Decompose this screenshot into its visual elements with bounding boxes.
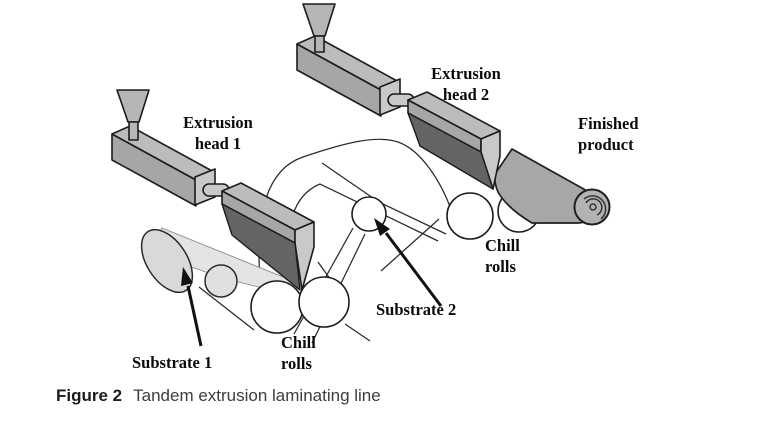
extruder-2 <box>296 3 415 117</box>
hopper-2 <box>302 3 336 37</box>
figure-caption-label: Figure 2 <box>56 386 123 405</box>
label-finished-product: Finished product <box>578 114 639 154</box>
label-extrusion-head-1: Extrusion head 1 <box>183 113 253 153</box>
extrusion-die-1 <box>221 182 315 291</box>
label-chill-rolls-1: Chill rolls <box>281 333 316 373</box>
finished-product-roll <box>493 148 611 226</box>
hopper-1 <box>116 89 150 123</box>
extruder-1 <box>111 89 230 207</box>
substrate-1-arrow <box>181 267 203 347</box>
label-chill-rolls-2: Chill rolls <box>485 236 520 276</box>
substrate-1-roll <box>140 228 238 298</box>
hopper-2-stem <box>314 35 325 53</box>
label-substrate-1: Substrate 1 <box>132 353 213 372</box>
chill-roll-1a <box>250 280 304 334</box>
chill-rolls-station-1 <box>250 276 350 334</box>
label-substrate-2: Substrate 2 <box>376 300 457 319</box>
substrate-2-arrow <box>374 218 443 307</box>
figure-caption: Figure 2 Tandem extrusion laminating line <box>56 386 381 406</box>
label-extrusion-head-2: Extrusion head 2 <box>431 64 501 104</box>
figure-caption-text: Tandem extrusion laminating line <box>133 386 381 405</box>
chill-roll-2a <box>446 192 494 240</box>
chill-roll-1b <box>298 276 350 328</box>
extrusion-die-2 <box>407 91 501 190</box>
hopper-1-stem <box>128 121 139 141</box>
